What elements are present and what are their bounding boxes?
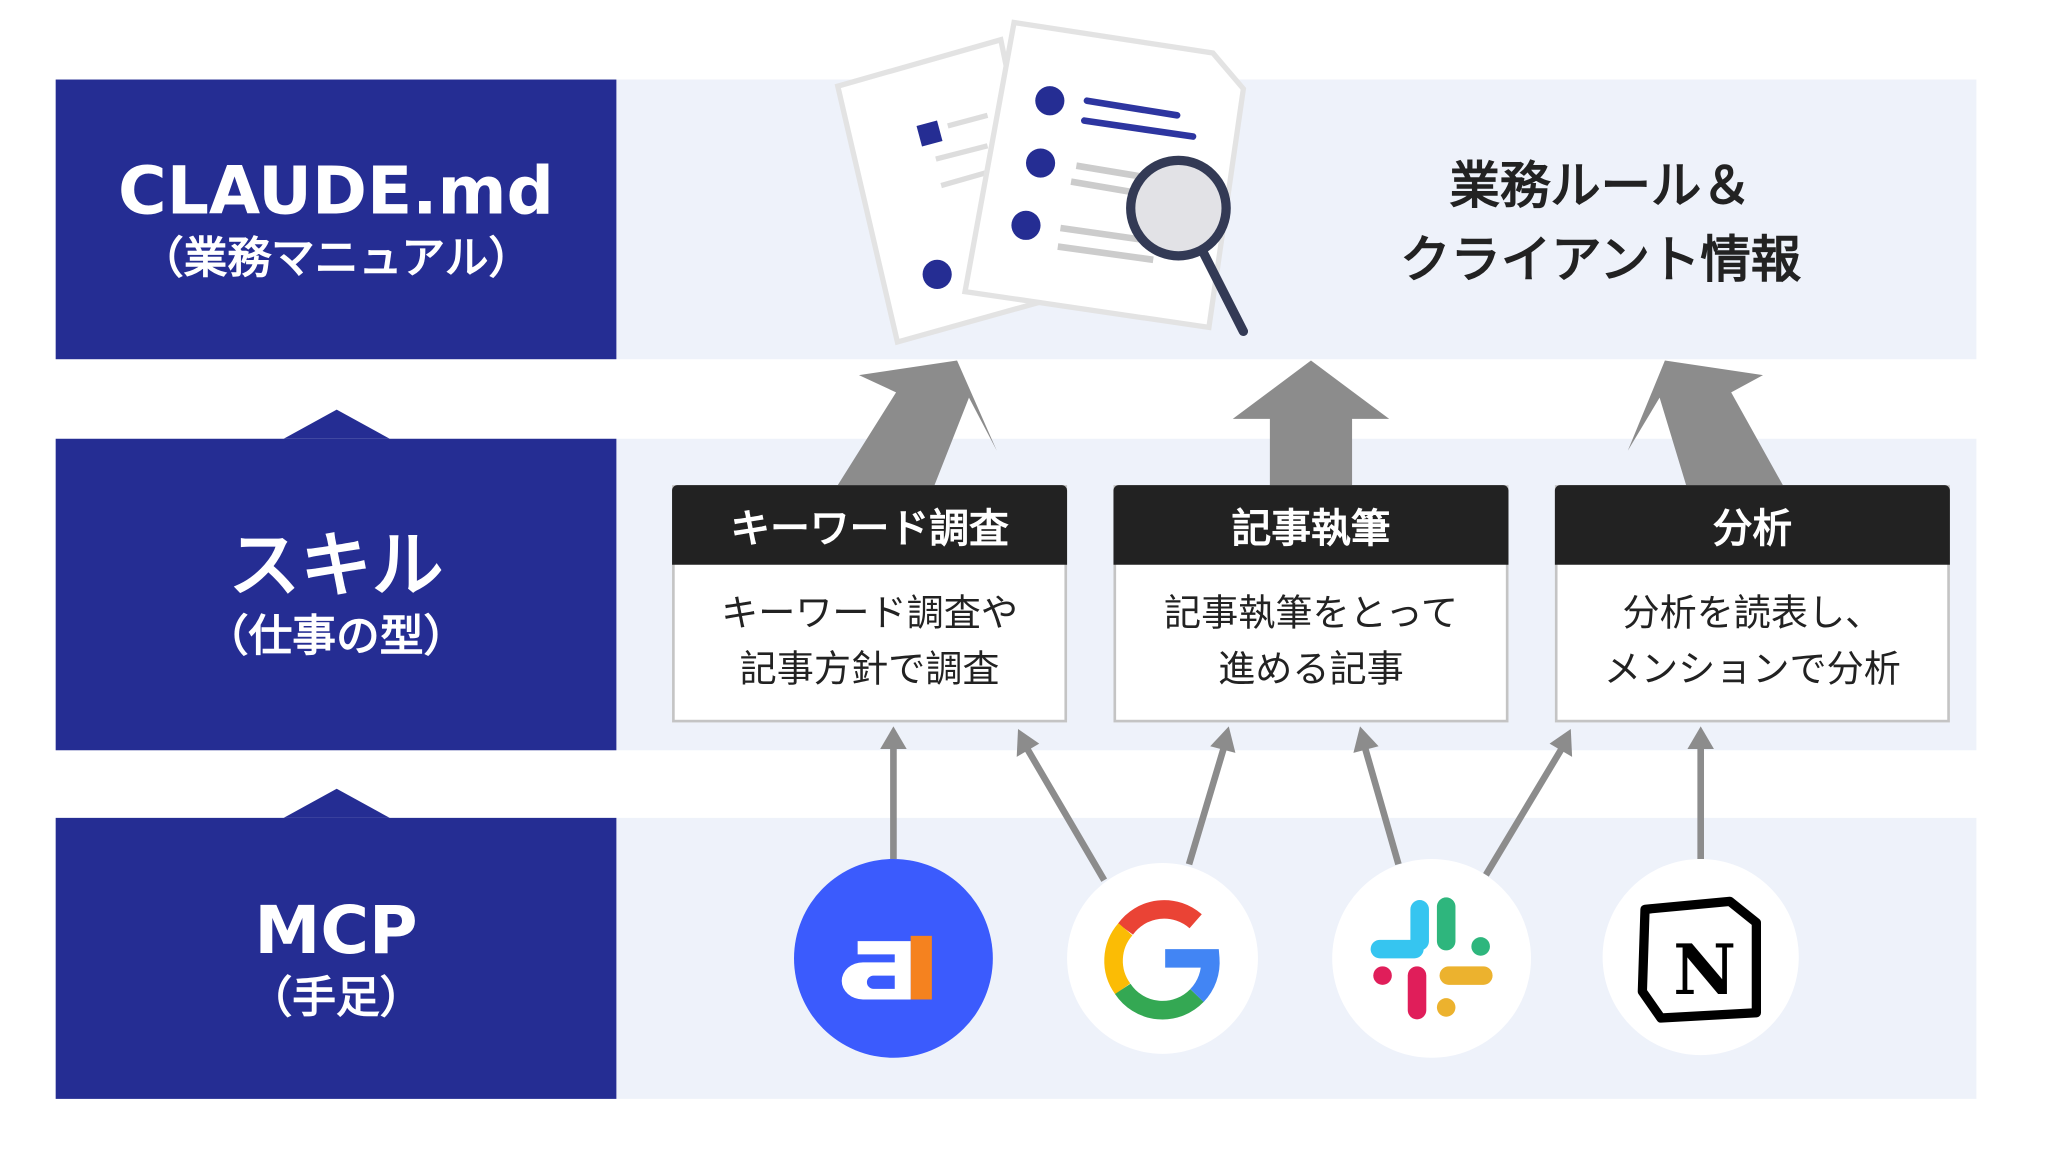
skill-card-analysis: 分析 分析を読表し、メンションで分析 [1554, 485, 1950, 723]
skill-card-body: 分析を読表し、メンションで分析 [1558, 565, 1948, 698]
body-line: キーワード調査や [721, 591, 1019, 635]
layer-mcp: MCP （手足） [55, 817, 617, 1099]
skill-card-title: キーワード調査 [672, 485, 1068, 565]
skill-card-keyword-research: キーワード調査 キーワード調査や記事方針で調査 [672, 485, 1068, 723]
layer-title: スキル [228, 523, 444, 607]
layer-subtitle: （手足） [248, 971, 424, 1023]
body-line: 分析を読表し、 [1622, 591, 1883, 635]
slack-icon [1332, 858, 1532, 1058]
skill-card-title: 分析 [1554, 485, 1950, 565]
layer-title: CLAUDE.md [118, 152, 554, 230]
skill-card-body: キーワード調査や記事方針で調査 [675, 565, 1065, 698]
layer-subtitle: （業務マニュアル） [139, 232, 533, 284]
layer-connector-triangle [283, 788, 390, 818]
skill-card-body: 記事執筆をとって進める記事 [1116, 565, 1506, 698]
notion-icon: N [1602, 858, 1799, 1056]
ahrefs-style-icon [794, 858, 993, 1058]
layer-connector-triangle [283, 409, 390, 439]
arrow-up-center [1232, 360, 1390, 486]
body-line: メンションで分析 [1603, 646, 1901, 691]
arrow-up-right [1627, 360, 1783, 486]
claude-info-text: 業務ルール＆ クライアント情報 [1352, 148, 1849, 296]
google-icon [1067, 862, 1258, 1054]
skill-card-title: 記事執筆 [1113, 485, 1509, 565]
skill-card-article-writing: 記事執筆 記事執筆をとって進める記事 [1113, 485, 1509, 723]
svg-text:N: N [1673, 930, 1736, 1011]
layer-title: MCP [254, 891, 418, 969]
small-arrows [880, 726, 1714, 882]
claude-md-panel [616, 79, 1977, 360]
body-line: 記事方針で調査 [739, 646, 1000, 691]
big-arrows [837, 360, 1783, 486]
body-line: 進める記事 [1218, 646, 1404, 691]
document-illustration [834, 19, 1249, 346]
arrow-up-left [837, 360, 997, 486]
info-line-1: 業務ルール＆ [1449, 156, 1752, 215]
layer-subtitle: （仕事の型） [204, 610, 468, 663]
layer-claude-md: CLAUDE.md （業務マニュアル） [55, 79, 617, 360]
info-line-2: クライアント情報 [1400, 230, 1802, 289]
layer-skills: スキル （仕事の型） [55, 438, 617, 751]
body-line: 記事執筆をとって [1163, 591, 1458, 635]
